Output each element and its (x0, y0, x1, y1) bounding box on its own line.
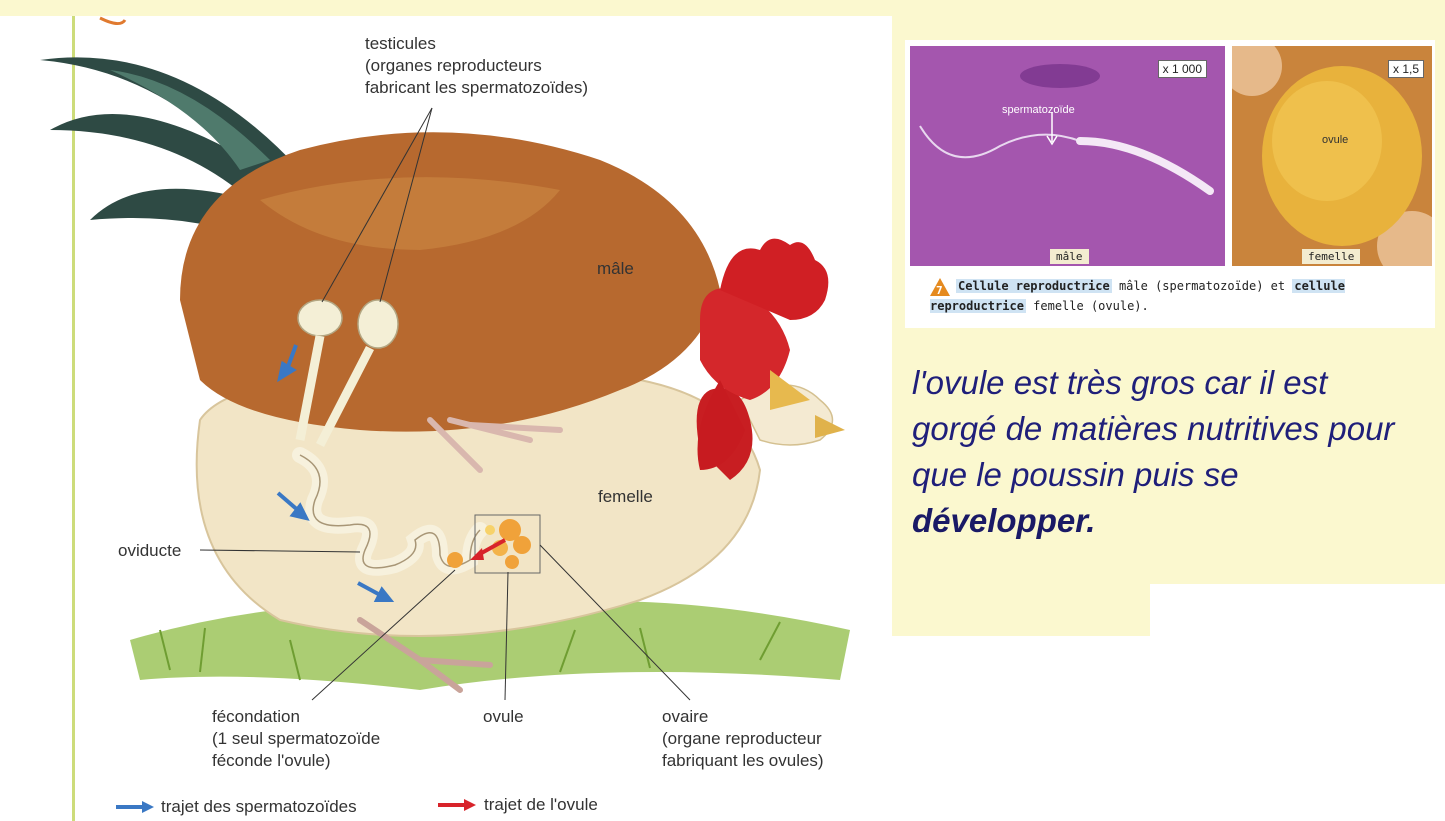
ovule-photo-label: ovule (1322, 134, 1348, 146)
figure-number-badge: 7 (930, 278, 950, 296)
legend-ovule-path: trajet de l'ovule (484, 795, 598, 815)
male-magnification: x 1 000 (1158, 60, 1207, 78)
explanation-paragraph: l'ovule est très gros car il est gorgé d… (912, 360, 1412, 544)
label-fecondation: fécondation (1 seul spermatozoïde fécond… (212, 706, 380, 772)
female-magnification: x 1,5 (1388, 60, 1424, 78)
chicken-reproduction-illustration (0, 0, 892, 821)
paragraph-text: l'ovule est très gros car il est gorgé d… (912, 364, 1394, 493)
label-ovaire: ovaire (organe reproducteur fabriquant l… (662, 706, 824, 772)
sperm-photo-drawing (910, 46, 1225, 266)
figure-number: 7 (936, 281, 943, 301)
photo-caption: 7 Cellule reproductrice mâle (spermatozoï… (930, 276, 1440, 316)
lower-right-blank (1150, 584, 1445, 644)
legend-sperm-path: trajet des spermatozoïdes (161, 797, 357, 817)
sperm-label: spermatozoïde (1002, 104, 1075, 116)
label-ovule: ovule (483, 706, 524, 728)
label-male: mâle (597, 258, 634, 280)
label-testicules: testicules (organes reproducteurs fabric… (365, 33, 588, 99)
caption-text-1: mâle (spermatozoïde) et (1112, 279, 1293, 293)
paragraph-bold: développer. (912, 502, 1095, 539)
female-tag: femelle (1302, 249, 1360, 264)
sperm-photo: x 1 000 spermatozoïde mâle (910, 46, 1225, 266)
ovule-photo-drawing (1232, 46, 1432, 266)
label-oviducte: oviducte (118, 540, 181, 562)
caption-highlight-1: Cellule reproductrice (956, 279, 1112, 293)
ovule-in-oviduct (447, 552, 463, 568)
label-femelle: femelle (598, 486, 653, 508)
ovule-photo: x 1,5 ovule femelle (1232, 46, 1432, 266)
male-tag: mâle (1050, 249, 1089, 264)
caption-text-2: femelle (ovule). (1026, 299, 1149, 313)
